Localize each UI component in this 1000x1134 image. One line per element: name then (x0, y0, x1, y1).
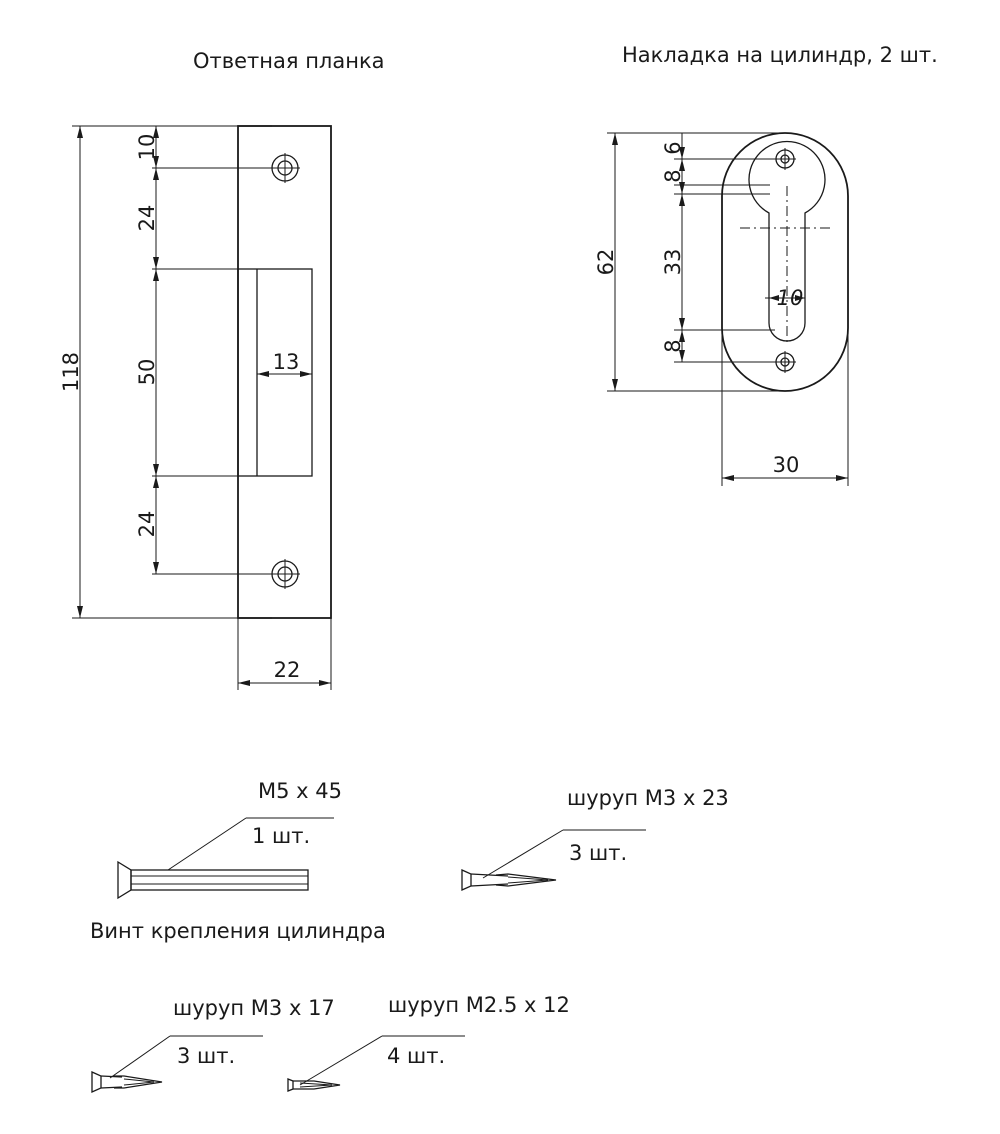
dim-118: 118 (59, 352, 83, 392)
cylinder-cover-drawing: 62 6 8 33 8 10 30 (594, 132, 849, 486)
screw-hole-icon (270, 153, 300, 183)
screw-17-qty: 3 шт. (177, 1044, 235, 1068)
cylinder-cover-title: Накладка на цилиндр, 2 шт. (622, 43, 938, 67)
dim-10: 10 (135, 134, 159, 161)
screw-23-spec: шуруп M3 x 23 (567, 786, 729, 810)
strike-plate-drawing: 10 24 50 24 118 13 22 (59, 125, 332, 690)
dim-8-bottom: 8 (661, 339, 685, 352)
strike-plate-title: Ответная планка (193, 49, 385, 73)
bolt-caption: Винт крепления цилиндра (90, 919, 386, 943)
screw-17-spec: шуруп M3 x 17 (173, 996, 335, 1020)
latch-window (237, 268, 313, 477)
dim-24-bottom: 24 (135, 511, 159, 538)
screw-12-qty: 4 шт. (387, 1044, 445, 1068)
screw-m2-5x12: шуруп M2.5 x 12 4 шт. (287, 993, 570, 1092)
dim-10-slot: 10 (777, 286, 804, 310)
dim-13: 13 (273, 350, 300, 374)
screw-12-spec: шуруп M2.5 x 12 (388, 993, 570, 1017)
cylinder-bolt: M5 x 45 1 шт. Винт крепления цилиндра (90, 779, 386, 943)
bolt-spec: M5 x 45 (258, 779, 342, 803)
dim-8-top: 8 (661, 169, 685, 182)
screw-m3x23: шуруп M3 x 23 3 шт. (461, 786, 729, 892)
bolt-qty: 1 шт. (252, 824, 310, 848)
screw-hole-icon (270, 559, 300, 589)
dim-50: 50 (135, 359, 159, 386)
dim-33: 33 (661, 249, 685, 276)
dim-6: 6 (661, 141, 685, 154)
dim-22: 22 (274, 658, 301, 682)
dim-30: 30 (773, 453, 800, 477)
dim-62: 62 (594, 249, 618, 276)
dim-24-top: 24 (135, 205, 159, 232)
screw-23-qty: 3 шт. (569, 841, 627, 865)
keyhole-cutout (748, 140, 826, 342)
screw-m3x17: шуруп M3 x 17 3 шт. (91, 996, 335, 1094)
